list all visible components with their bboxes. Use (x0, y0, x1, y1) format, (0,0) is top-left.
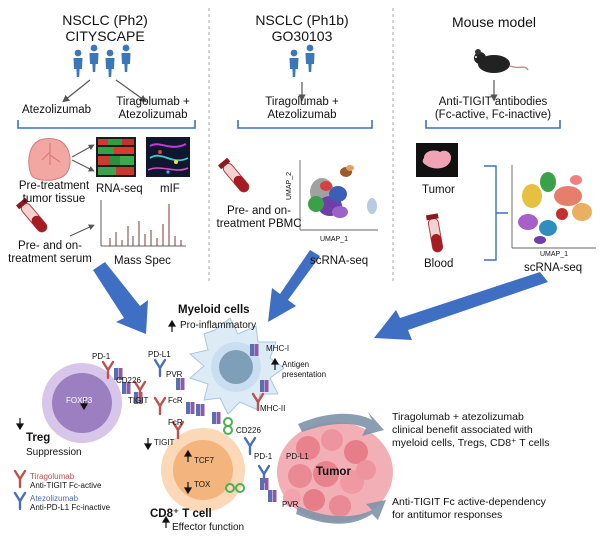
myeloid-cell (188, 317, 285, 415)
umap-plot-mouse (511, 165, 596, 249)
blood-tube-icon-mouse (425, 213, 444, 253)
ph2-arm-b-line1: Tiragolumab + (116, 96, 190, 108)
mouse-antibody-line2: (Fc-active, Fc-inactive) (434, 109, 552, 121)
umap-plot-human (299, 160, 378, 231)
ph2-serum-line1: Pre- and on- (18, 240, 82, 252)
myeloid-sub: Pro-inflammatory (180, 320, 257, 331)
cd8-sub: Effector function (172, 522, 245, 533)
ph2-tissue-line1: Pre-treatment (18, 180, 90, 192)
bracket-ph2 (17, 120, 196, 129)
marker-pd1-cd8: PD-1 (254, 452, 273, 461)
antigen-line1: Antigen (282, 360, 310, 369)
marker-pvr-myeloid: PVR (166, 370, 183, 379)
myeloid-title: Myeloid cells (178, 304, 250, 316)
result-arrows (296, 412, 386, 524)
ph1b-arm-line2: Atezolizumab (267, 109, 337, 121)
legend-atezo-line1: Atezolizumab (30, 494, 79, 503)
arrow-arm-b (115, 79, 147, 103)
finding-1-line3: myeloid cells, Tregs, CD8⁺ T cells (392, 437, 550, 449)
mass-spec-chart (100, 200, 186, 247)
mif-image (146, 137, 190, 177)
patients-icon-ph1b (289, 44, 315, 77)
ph1b-umap-y: UMAP_2 (286, 171, 293, 200)
ph1b-arm-line1: Tiragolumab + (265, 96, 339, 108)
cd8-title: CD8⁺ T cell (150, 508, 212, 520)
marker-tcf7: TCF7 (194, 456, 214, 465)
marker-cd226-cd8: CD226 (236, 426, 261, 435)
ph1b-subtitle: GO30103 (271, 28, 333, 44)
legend-tira-line2: Anti-TIGIT Fc-active (30, 481, 102, 490)
patients-icon-ph2 (73, 44, 131, 77)
marker-fcr-cd8: FcR (168, 418, 183, 427)
mouse-blood: Blood (424, 258, 454, 270)
marker-mhc2: MHC-II (260, 404, 286, 413)
treg-title: Treg (26, 432, 51, 444)
mouse-tumor: Tumor (422, 184, 455, 196)
bracket-mouse-samples (484, 165, 508, 261)
marker-pvr-tumor: PVR (282, 500, 299, 509)
mouse-umap-x: UMAP_1 (540, 251, 569, 258)
ph1b-umap-x: UMAP_1 (320, 236, 349, 243)
tumor-label: Tumor (316, 466, 351, 478)
antigen-line2: presentation (282, 370, 327, 379)
ph2-rnaseq: RNA-seq (96, 183, 143, 195)
marker-tigit-cd8: TIGIT (154, 438, 175, 447)
mouse-title: Mouse model (451, 14, 537, 30)
marker-fcr-myeloid: FcR (168, 396, 183, 405)
marker-mhc1: MHC-I (266, 344, 290, 353)
ph2-arm-b-line2: Atezolizumab (118, 109, 188, 121)
ph2-tissue-line2: tumor tissue (22, 193, 86, 205)
bracket-mouse (425, 120, 561, 129)
tumor-mass (277, 422, 393, 522)
marker-pdl1-tumor: PD-L1 (286, 452, 309, 461)
convergence-arrows (93, 250, 548, 340)
finding-2-line1: Anti-TIGIT Fc active-dependency (392, 496, 546, 508)
finding-2-line2: for antitumor responses (392, 509, 503, 521)
ph2-subtitle: CITYSCAPE (65, 28, 145, 44)
ph2-serum-line2: treatment serum (8, 253, 92, 265)
legend-atezolizumab-icon (13, 491, 27, 511)
marker-pd1-treg: PD-1 (92, 352, 111, 361)
legend-tira-line1: Tiragolumab (30, 472, 75, 481)
cd226-ring (223, 417, 245, 493)
ph1b-title: NSCLC (Ph1b) (255, 12, 349, 28)
legend-atezo-line2: Anti-PD-L1 Fc-inactive (30, 503, 111, 512)
ph1b-pbmc-line1: Pre- and on- (227, 205, 291, 217)
finding-1-line2: clinical benefit associated with (392, 424, 533, 436)
finding-1-line1: Tiragolumab + atezolizumab (392, 411, 524, 423)
blood-tube-icon-pbmc (217, 157, 250, 193)
arrow-arm-a (62, 79, 91, 103)
ph2-mif: mIF (160, 183, 180, 195)
marker-tigit-treg: TIGIT (128, 396, 149, 405)
bracket-ph1b (237, 120, 373, 129)
marker-pdl1-myeloid: PD-L1 (148, 350, 171, 359)
legend-tiragolumab-icon (13, 469, 27, 489)
marker-cd226-treg: CD226 (116, 376, 141, 385)
tumor-tissue-image (416, 143, 458, 177)
marker-tox: TOX (194, 480, 211, 489)
treg-sub: Suppression (26, 447, 82, 458)
direction-arrows (15, 319, 280, 528)
treg-cell (42, 363, 122, 443)
mouse-scrnaseq: scRNA-seq (524, 262, 583, 274)
lung-tissue-icon (28, 138, 71, 181)
ph1b-pbmc-line2: treatment PBMC (216, 218, 302, 230)
rnaseq-heatmap (96, 137, 136, 177)
blood-tube-icon-serum (15, 197, 48, 233)
mouse-icon (474, 49, 529, 73)
mouse-antibody-line1: Anti-TIGIT antibodies (438, 96, 548, 108)
ph1b-scrnaseq: scRNA-seq (310, 255, 369, 267)
ph2-arm-a: Atezolizumab (22, 104, 92, 116)
ph2-title: NSCLC (Ph2) (62, 12, 148, 28)
ph2-massspec: Mass Spec (114, 255, 171, 267)
marker-foxp3: FOXP3 (66, 396, 93, 405)
